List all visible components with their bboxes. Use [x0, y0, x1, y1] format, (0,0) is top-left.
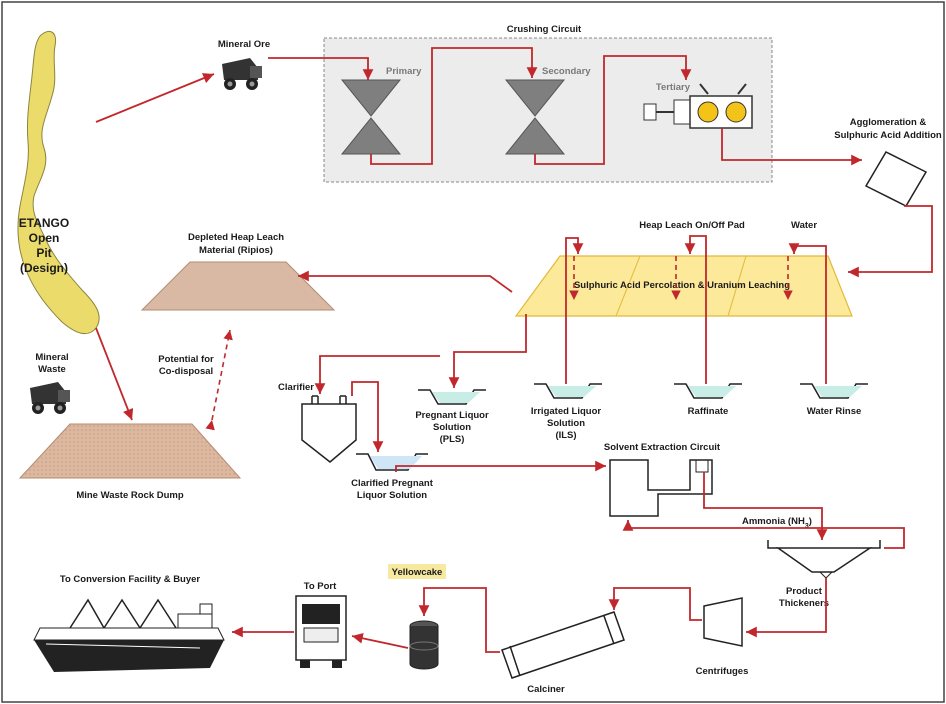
flow-heap-to-pls — [448, 314, 527, 388]
co-disposal-label-line1: Potential for — [158, 354, 214, 365]
flow-centrifuges-to-calciner — [608, 587, 702, 621]
conversion-label: To Conversion Facility & Buyer — [60, 574, 201, 585]
water-label: Water — [791, 220, 817, 231]
waste-dump-label: Mine Waste Rock Dump — [76, 490, 184, 501]
clarifier-label: Clarifier — [278, 382, 314, 393]
centrifuges-label: Centrifuges — [696, 666, 749, 677]
clarifier-icon — [301, 395, 357, 463]
flow-heap-to-ripios — [298, 270, 513, 293]
flow-secondary-to-tertiary — [534, 55, 692, 165]
open-pit: ETANGO Open Pit (Design) — [17, 30, 100, 335]
waste-rock-dump — [18, 423, 242, 479]
solvent-extraction-icon — [609, 459, 713, 517]
ils-label-line1: Irrigated Liquor — [531, 406, 602, 417]
tertiary-crusher-icon — [643, 83, 753, 129]
waste-truck-icon — [30, 382, 70, 414]
solvent-extraction-label: Solvent Extraction Circuit — [604, 442, 721, 453]
flow-pit-to-dump — [95, 327, 134, 421]
ils-label-line3: (ILS) — [555, 430, 576, 441]
calciner-icon — [501, 611, 625, 679]
pls-label-line2: Solution — [433, 422, 471, 433]
flow-ore-to-primary — [268, 57, 374, 80]
flow-primary-to-secondary — [370, 47, 538, 165]
ammonia-label-end: ) — [809, 516, 812, 527]
agglomeration-label-line1: Agglomeration & — [850, 117, 927, 128]
clarified-pls-label-line1: Clarified Pregnant — [351, 478, 434, 489]
primary-crusher-icon — [340, 79, 402, 155]
ammonia-label-sub: 3 — [805, 523, 809, 530]
pit-label-line2: Open — [29, 231, 60, 245]
pit-label-line3: Pit — [36, 246, 51, 260]
mineral-ore-label: Mineral Ore — [218, 39, 270, 50]
to-port-label: To Port — [304, 581, 337, 592]
water-rinse-label: Water Rinse — [807, 406, 862, 417]
ammonia-label-main: Ammonia (NH — [742, 516, 805, 527]
ils-label-line2: Solution — [547, 418, 585, 429]
haul-truck-icon — [295, 595, 347, 668]
flow-lines — [95, 47, 933, 653]
product-thickener-icon — [767, 540, 881, 579]
heap-leach-pad — [514, 255, 853, 317]
raffinate-label: Raffinate — [688, 406, 729, 417]
crushing-circuit-title: Crushing Circuit — [507, 24, 582, 35]
pls-pond — [418, 389, 486, 405]
primary-label: Primary — [386, 66, 422, 77]
flow-calciner-to-yellowcake — [418, 587, 500, 653]
clarified-pls-label-line2: Liquor Solution — [357, 490, 427, 501]
pls-label-line3: (PLS) — [440, 434, 465, 445]
co-disposal-arrow — [205, 329, 233, 431]
yellowcake-highlight — [388, 564, 446, 579]
centrifuge-icon — [703, 597, 743, 647]
flow-agglomeration-to-heap — [848, 205, 933, 278]
pls-label-line1: Pregnant Liquor — [415, 410, 489, 421]
flow-tertiary-to-agglomeration — [721, 128, 862, 166]
ripios-label-line1: Depleted Heap Leach — [188, 232, 284, 243]
flow-rinse-to-heap — [788, 243, 827, 384]
flow-raffinate-to-heap — [684, 235, 707, 384]
raffinate-pond — [674, 383, 742, 399]
yellowcake-drum-icon — [409, 620, 439, 670]
leaching-label: Sulphuric Acid Percolation & Uranium Lea… — [574, 280, 790, 291]
open-pit-shape — [17, 30, 100, 335]
calciner-label: Calciner — [527, 684, 565, 695]
co-disposal-label-line2: Co-disposal — [159, 366, 213, 377]
flow-pls-to-clarifier — [314, 355, 440, 394]
heap-leach-pad-label: Heap Leach On/Off Pad — [639, 220, 745, 231]
ripios-label-line2: Material (Ripios) — [199, 245, 273, 256]
pit-label-line4: (Design) — [20, 261, 68, 275]
flow-clarified-to-sx — [395, 460, 606, 472]
flow-pit-to-ore — [95, 73, 215, 123]
yellowcake-label: Yellowcake — [392, 567, 443, 578]
mineral-waste-label-line1: Mineral — [35, 352, 68, 363]
flow-sx-to-thickeners — [703, 472, 828, 540]
ils-pond — [534, 383, 602, 399]
flow-clarifier-to-clarified — [351, 381, 384, 452]
secondary-label: Secondary — [542, 66, 591, 77]
mine-truck-icon — [222, 58, 262, 90]
ripios-heap — [140, 261, 336, 311]
water-rinse-pond — [800, 383, 868, 399]
agglomeration-label-line2: Sulphuric Acid Addition — [834, 130, 942, 141]
tertiary-label: Tertiary — [656, 82, 691, 93]
cargo-ship-icon — [33, 598, 225, 672]
pit-label-line1: ETANGO — [19, 216, 69, 230]
flow-yellowcake-to-truck — [351, 632, 409, 649]
mineral-waste-label-line2: Waste — [38, 364, 66, 375]
flow-ils-to-heap — [565, 237, 584, 384]
flow-thickeners-to-sx — [622, 520, 905, 549]
flow-thickeners-to-centrifuges — [746, 578, 827, 638]
product-thickeners-label-line1: Product — [786, 586, 823, 597]
ammonia-label: Ammonia (NH3) — [742, 516, 812, 530]
product-thickeners-label-line2: Thickeners — [779, 598, 829, 609]
